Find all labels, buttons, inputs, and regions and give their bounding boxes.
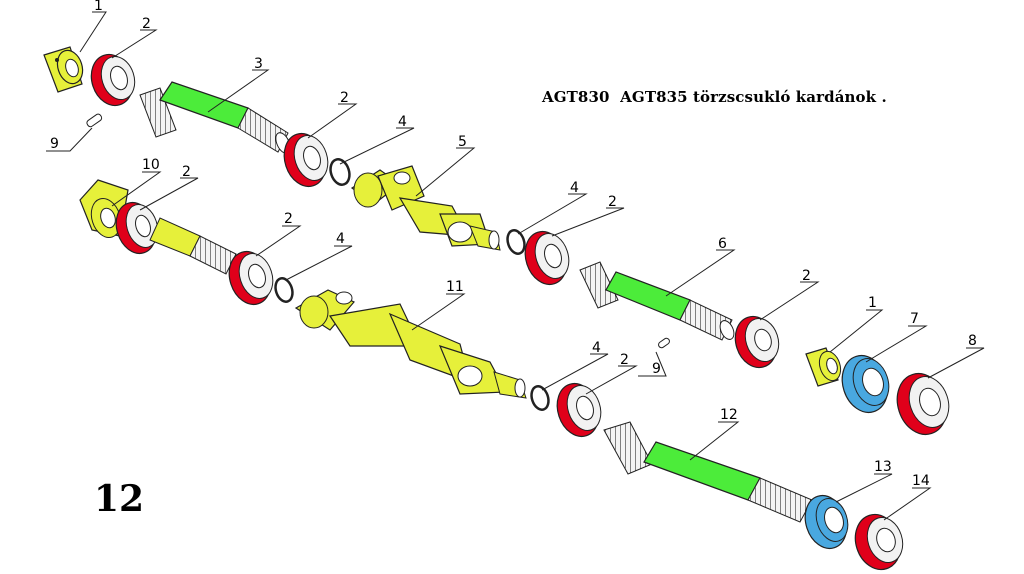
part-11-universal-joint bbox=[294, 289, 527, 399]
callout-2: 2 bbox=[802, 268, 811, 284]
callout-4: 4 bbox=[336, 231, 345, 247]
part-12-shaft bbox=[603, 421, 813, 523]
callout-10: 10 bbox=[142, 157, 160, 173]
part-3-shaft bbox=[139, 81, 291, 154]
part-2-bearing-upper-b bbox=[283, 132, 329, 188]
callout-8: 8 bbox=[968, 333, 977, 349]
part-9-pin-upper bbox=[86, 113, 103, 128]
callout-2: 2 bbox=[340, 90, 349, 106]
callout-5: 5 bbox=[458, 134, 467, 150]
callout-13: 13 bbox=[874, 459, 892, 475]
part-2-bearing-lower-a bbox=[115, 201, 159, 255]
callout-9: 9 bbox=[50, 136, 59, 152]
part-4-snap-ring-upper-b bbox=[506, 229, 526, 255]
part-13-bearing-blue bbox=[804, 494, 849, 550]
part-2-bearing-upper-a bbox=[90, 53, 136, 107]
part-2-bearing-lower-c bbox=[556, 382, 602, 438]
callout-2: 2 bbox=[182, 164, 191, 180]
part-4-snap-ring-lower-a bbox=[274, 277, 294, 303]
callout-3: 3 bbox=[254, 56, 263, 72]
callout-4: 4 bbox=[570, 180, 579, 196]
callout-2: 2 bbox=[284, 211, 293, 227]
part-2-bearing-upper-d bbox=[734, 315, 780, 369]
callout-1: 1 bbox=[868, 295, 877, 311]
callout-2: 2 bbox=[142, 16, 151, 32]
callout-6: 6 bbox=[718, 236, 727, 252]
part-7-bearing-blue bbox=[841, 354, 890, 414]
part-4-snap-ring-lower-b bbox=[530, 385, 550, 411]
callout-12: 12 bbox=[720, 407, 738, 423]
part-4-snap-ring-upper-a bbox=[329, 158, 351, 186]
callout-1: 1 bbox=[94, 0, 103, 14]
callout-9: 9 bbox=[652, 361, 661, 377]
part-5-universal-joint bbox=[350, 165, 501, 251]
part-10-shaft bbox=[149, 217, 237, 275]
part-8-bearing bbox=[896, 372, 950, 436]
callout-4: 4 bbox=[592, 340, 601, 356]
leader-lines bbox=[46, 11, 985, 521]
part-2-bearing-lower-b bbox=[228, 250, 274, 306]
page-number: 12 bbox=[94, 478, 145, 520]
callout-4: 4 bbox=[398, 114, 407, 130]
callout-2: 2 bbox=[608, 194, 617, 210]
part-14-bearing bbox=[854, 513, 904, 571]
callout-11: 11 bbox=[446, 279, 464, 295]
part-2-bearing-upper-c bbox=[524, 230, 570, 286]
part-9-pin-lower bbox=[658, 337, 670, 349]
part-1-sleeve-lower bbox=[805, 347, 842, 387]
part-6-shaft bbox=[579, 261, 735, 341]
page-title: AGT830 AGT835 törzscsukló kardánok . bbox=[542, 88, 887, 106]
callout-14: 14 bbox=[912, 473, 930, 489]
part-1-sleeve-upper bbox=[43, 46, 84, 93]
callout-7: 7 bbox=[910, 311, 919, 327]
callout-labels: 1 2 3 2 4 9 5 10 2 2 4 4 2 6 11 2 1 7 8 … bbox=[50, 0, 977, 489]
callout-2: 2 bbox=[620, 352, 629, 368]
